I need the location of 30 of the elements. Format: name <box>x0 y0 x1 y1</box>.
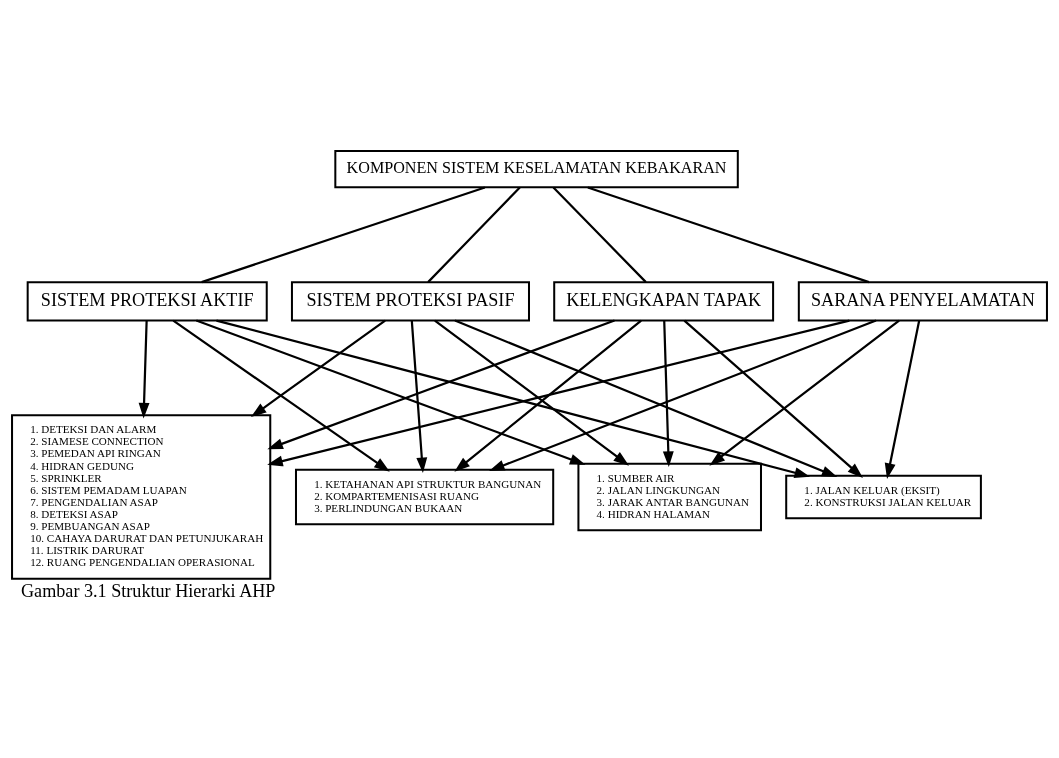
arrow <box>662 320 674 467</box>
arrow <box>138 320 150 419</box>
arrow <box>489 319 877 471</box>
arrow <box>454 319 642 472</box>
arrow <box>454 319 838 478</box>
arrow <box>172 319 390 472</box>
node-box: SISTEM PROTEKSI PASIF <box>290 281 530 322</box>
node-box: 1. KETAHANAN API STRUKTUR BANGUNAN 2. KOMPARTEMENISASI RUANG 3. PERLINDUNGAN BUKAAN <box>295 468 555 526</box>
node-box: KELENGKAPAN TAPAK <box>553 281 775 322</box>
node-box: 1. JALAN KELUAR (EKSIT) 2. KONSTRUKSI JALAN KELUAR <box>785 474 982 520</box>
node-box: 1. SUMBER AIR 2. JALAN LINGKUNGAN 3. JARAK ANTAR BANGUNAN 4. HIDRAN HALAMAN <box>577 462 762 532</box>
node-box: KOMPONEN SISTEM KESELAMATAN KEBAKARAN <box>334 150 739 189</box>
node-box: SISTEM PROTEKSI AKTIF <box>26 281 268 322</box>
connector <box>587 186 870 284</box>
arrow <box>683 319 863 478</box>
arrow <box>410 320 428 474</box>
arrow <box>195 319 586 465</box>
arrow <box>250 319 386 418</box>
connector <box>552 186 647 283</box>
node-box: SARANA PENYELAMATAN <box>797 281 1048 322</box>
arrow <box>216 319 811 478</box>
arrow <box>267 319 850 467</box>
connector <box>201 186 486 284</box>
arrow <box>434 319 630 466</box>
arrow <box>709 319 900 466</box>
caption: Gambar 3.1 Struktur Hierarki AHP <box>20 581 276 602</box>
node-box: 1. DETEKSI DAN ALARM 2. SIAMESE CONNECTION 3. PEMEDAN API RINGAN 4. HIDRAN GEDUNG 5. SPRINKLER 6. SISTEM PEMADAM LUAPAN 7. PENGENDALIAN ASAP 8. DETEKSI ASAP 9. PEMBUANGAN ASAP 10. CAHAYA DARURAT DAN PETUNJUKARAH 11. LISTRIK DARURAT 12. RUANG PENGENDALIAN OPERASIONAL <box>11 414 272 580</box>
connector <box>427 186 521 283</box>
arrow <box>884 320 921 479</box>
arrow <box>267 319 615 450</box>
